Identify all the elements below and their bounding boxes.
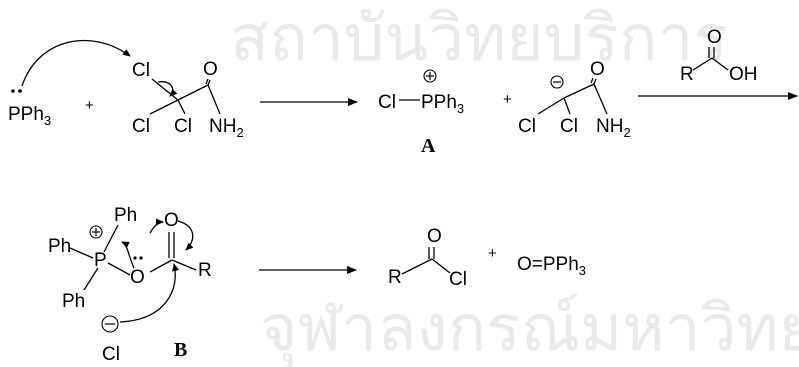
reagent-r: R	[680, 64, 694, 85]
bond	[83, 267, 99, 291]
trichloro-cl-top: Cl	[132, 60, 150, 81]
o-bridge: O	[130, 267, 145, 288]
lone-pair-dot	[18, 89, 22, 93]
reagent-o-top: O	[707, 27, 722, 48]
curved-arrow-cl-attack	[119, 263, 179, 323]
product-cl: Cl	[449, 269, 467, 290]
lone-pair-dot	[133, 256, 137, 260]
tppo: O=PPh3	[517, 254, 586, 278]
bond	[537, 97, 565, 115]
r-group: R	[198, 260, 212, 281]
product-r: R	[388, 267, 402, 288]
bond	[69, 247, 94, 259]
bond	[103, 224, 119, 253]
anion-nh2: NH2	[596, 116, 631, 140]
cl-anion: Cl	[102, 344, 120, 365]
bond	[177, 99, 186, 115]
trichloro-cl-left: Cl	[132, 116, 150, 137]
curved-arrow-bond	[157, 81, 178, 97]
trichloro-cl-mid: Cl	[174, 116, 192, 137]
label-b: B	[174, 339, 187, 361]
curved-arrow-carbonyl	[177, 220, 194, 251]
trichloro-o: O	[203, 59, 218, 80]
phosphonium-p: PPh3	[421, 92, 464, 116]
bond	[711, 57, 729, 71]
ph-top: Ph	[114, 205, 137, 226]
bond	[563, 97, 571, 115]
plus-sign-2: +	[503, 91, 512, 108]
bond	[205, 78, 209, 85]
bond	[177, 84, 209, 101]
bond	[149, 99, 179, 115]
o-carbonyl: O	[164, 210, 179, 231]
bond	[593, 83, 608, 115]
bond	[207, 84, 221, 115]
bond	[149, 259, 173, 273]
p-atom: P	[94, 250, 107, 271]
plus-sign-1: +	[85, 97, 94, 114]
bond	[563, 83, 595, 99]
curved-arrow-o-lone-pair	[149, 218, 164, 234]
label-a: A	[421, 135, 436, 157]
negative-charge-icon	[101, 315, 119, 333]
watermark-line1: สถาบันวิทยบริการ	[230, 2, 728, 76]
bond	[692, 57, 713, 71]
positive-charge-icon	[89, 225, 103, 239]
product-o: O	[427, 226, 442, 247]
watermark-line2: จุฬาลงกรณ์มหาวิทยาลัย	[260, 292, 799, 367]
plus-sign-3: +	[488, 245, 497, 262]
reactant-phosphine: PPh3	[8, 104, 51, 128]
bond	[171, 259, 197, 271]
bond	[431, 258, 451, 274]
anion-cl-mid: Cl	[560, 116, 578, 137]
curved-arrow-o-to-p	[121, 241, 135, 269]
reagent-oh: OH	[729, 64, 758, 85]
positive-charge-icon	[423, 69, 437, 83]
bond	[590, 77, 594, 84]
anion-cl-left: Cl	[518, 116, 536, 137]
bond	[207, 79, 211, 86]
lone-pair-dot	[11, 89, 15, 93]
phosphonium-cl: Cl	[378, 92, 396, 113]
bond	[401, 258, 433, 275]
bond	[107, 262, 131, 276]
ph-left: Ph	[48, 236, 71, 257]
trichloro-nh2: NH2	[209, 116, 244, 140]
curved-arrow-p-to-cl	[21, 39, 131, 87]
negative-charge-icon	[550, 75, 564, 89]
anion-o: O	[590, 59, 605, 80]
bond	[593, 78, 597, 85]
ph-bottom: Ph	[62, 291, 85, 312]
lone-pair-dot	[139, 256, 143, 260]
